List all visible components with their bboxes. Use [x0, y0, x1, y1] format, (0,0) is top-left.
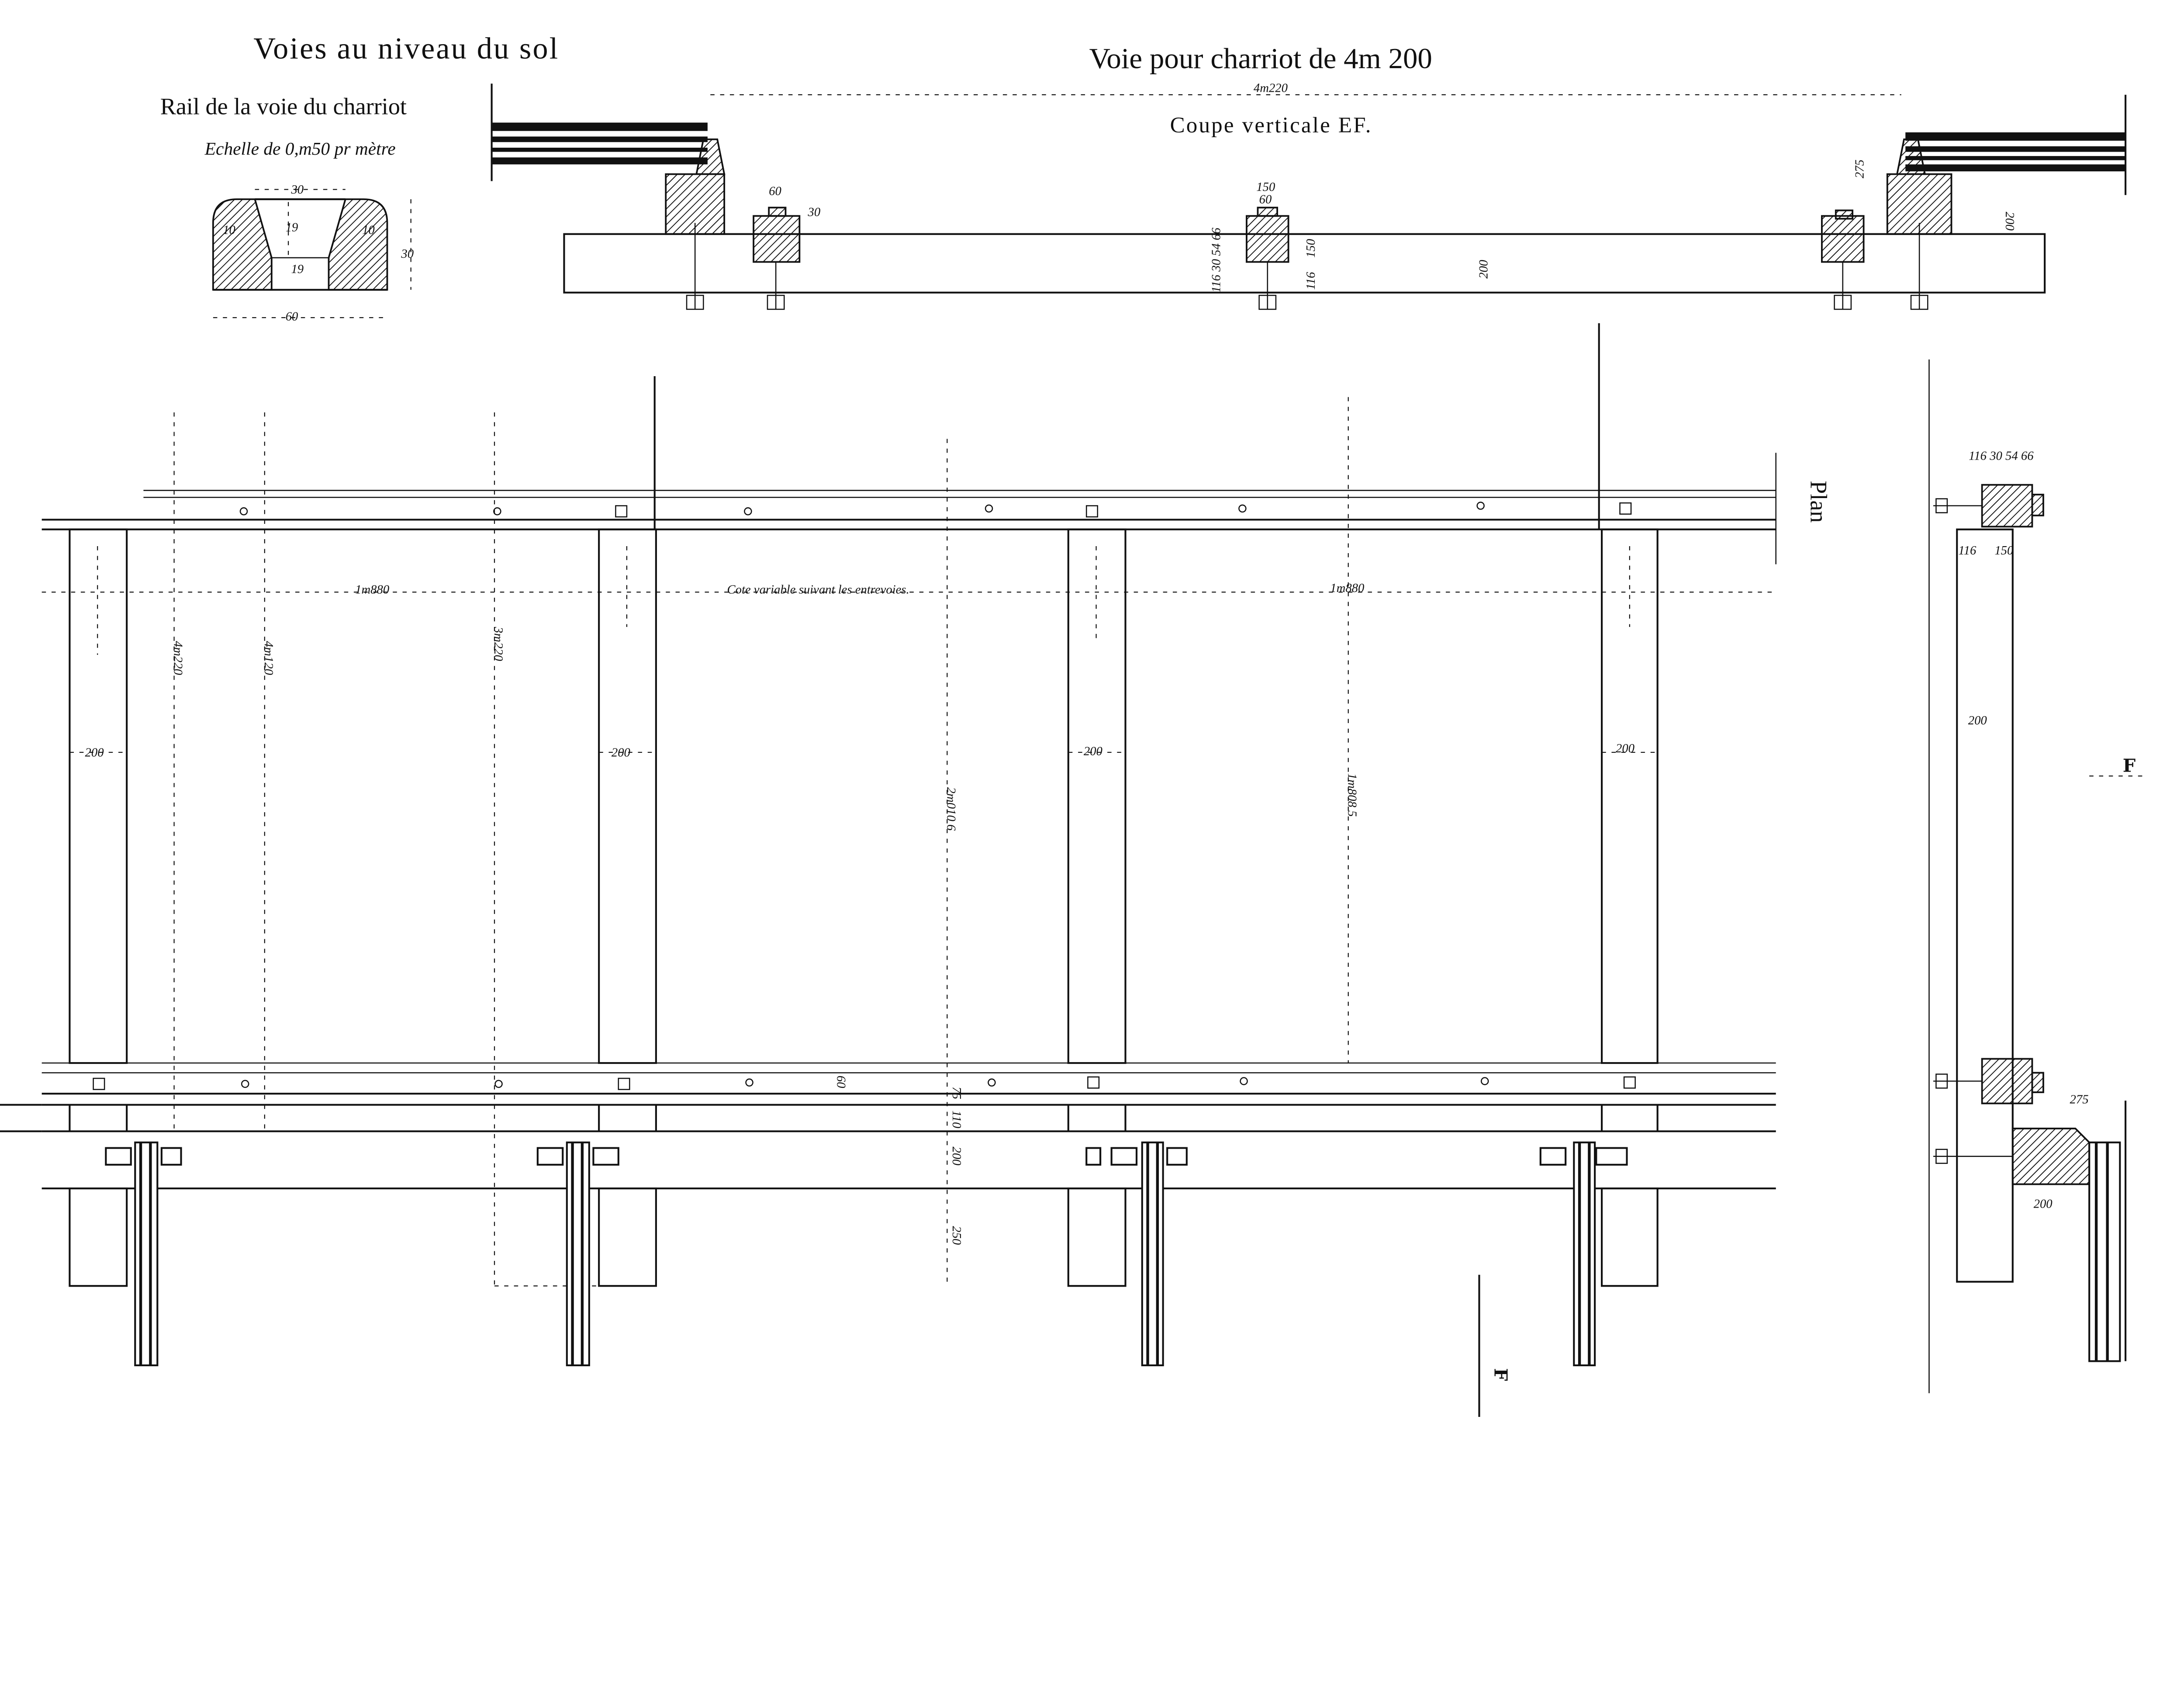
section-marker-f-right: F	[2123, 755, 2136, 776]
dim-sleeper-3: 200	[1084, 744, 1102, 758]
rail-subtitle: Rail de la voie du charriot	[160, 93, 407, 119]
dim-200: 200	[950, 1146, 964, 1165]
side-view: 116 30 54 66 116 150 200 275 200	[1928, 359, 2145, 1393]
dim-vertical-stack: 116 30 54 66	[1209, 228, 1223, 293]
section-marker-f-bottom: F	[1490, 1368, 1512, 1381]
rail-profile: 30 19 19 30 60 10 10	[212, 183, 414, 323]
dim-radius-left: 10	[223, 223, 235, 237]
section-beam	[563, 233, 2046, 294]
dim-110: 110	[950, 1110, 964, 1128]
scale-note: Echelle de 0,m50 pr mètre	[204, 138, 396, 159]
dim-75: 75	[950, 1087, 964, 1099]
dim-sleeper-4: 200	[1616, 741, 1635, 755]
dim-gauge: 4m220	[1254, 81, 1288, 95]
plan-view: 200 200 200 200 1m880 1m880 Cote variabl…	[0, 323, 1776, 1417]
dim-center-150: 150	[1256, 180, 1275, 194]
dim-3220: 3m220	[491, 627, 505, 661]
dim-250: 250	[950, 1226, 964, 1245]
dim-height: 30	[401, 247, 414, 261]
dim-4220: 4m220	[171, 641, 185, 675]
side-dim-150: 150	[1994, 544, 2013, 557]
side-dim-116: 116	[1958, 544, 1977, 557]
dim-sleeper-1: 200	[85, 746, 104, 760]
dim-span-left: 1m880	[355, 582, 389, 596]
dim-center-60: 60	[1259, 193, 1272, 207]
dim-side-150: 150	[1304, 239, 1318, 258]
rail-posts	[134, 1141, 1596, 1367]
dim-side-116: 116	[1304, 272, 1318, 290]
dim-span-right: 1m880	[1330, 581, 1364, 595]
dim-right-200: 200	[2003, 212, 2017, 231]
dim-block-width: 60	[769, 184, 781, 198]
side-dim-275: 275	[2070, 1093, 2089, 1107]
vertical-section: 4m220 60 30 150 60 116 30 54 66 150 116 …	[491, 81, 2127, 310]
dim-groove-bottom: 19	[291, 262, 304, 276]
dim-sleeper-2: 200	[612, 746, 630, 760]
right-rail-elevation	[1905, 132, 2126, 172]
left-rail-elevation	[491, 122, 708, 165]
section-title: Coupe verticale EF.	[1170, 113, 1372, 138]
main-title: Voie pour charriot de 4m 200	[1089, 42, 1432, 75]
dim-top-width: 30	[290, 183, 304, 197]
side-dim-200: 200	[1968, 713, 1987, 727]
dim-beam-depth: 200	[1477, 260, 1491, 279]
dim-60: 60	[834, 1076, 848, 1088]
dim-4120: 4m120	[262, 641, 276, 675]
dim-1808: 1m808 5	[1345, 773, 1359, 817]
dim-groove-depth: 19	[286, 220, 298, 234]
plan-label: Plan	[1805, 481, 1832, 523]
dim-radius-right: 10	[362, 223, 375, 237]
dim-rail-275: 275	[1853, 159, 1867, 178]
sleepers	[69, 528, 1659, 1287]
left-title: Voies au niveau du sol	[253, 31, 559, 66]
technical-drawing: Voies au niveau du sol Rail de la voie d…	[0, 31, 2145, 1417]
side-dim-200b: 200	[2034, 1197, 2053, 1211]
side-dim-stack: 116 30 54 66	[1969, 449, 2034, 463]
dim-2010: 2m010 6	[944, 787, 958, 831]
variable-note: Cote variable suivant les entrevoies.	[727, 582, 909, 596]
dim-base-width: 60	[286, 309, 298, 323]
dim-block-height: 30	[807, 205, 820, 219]
